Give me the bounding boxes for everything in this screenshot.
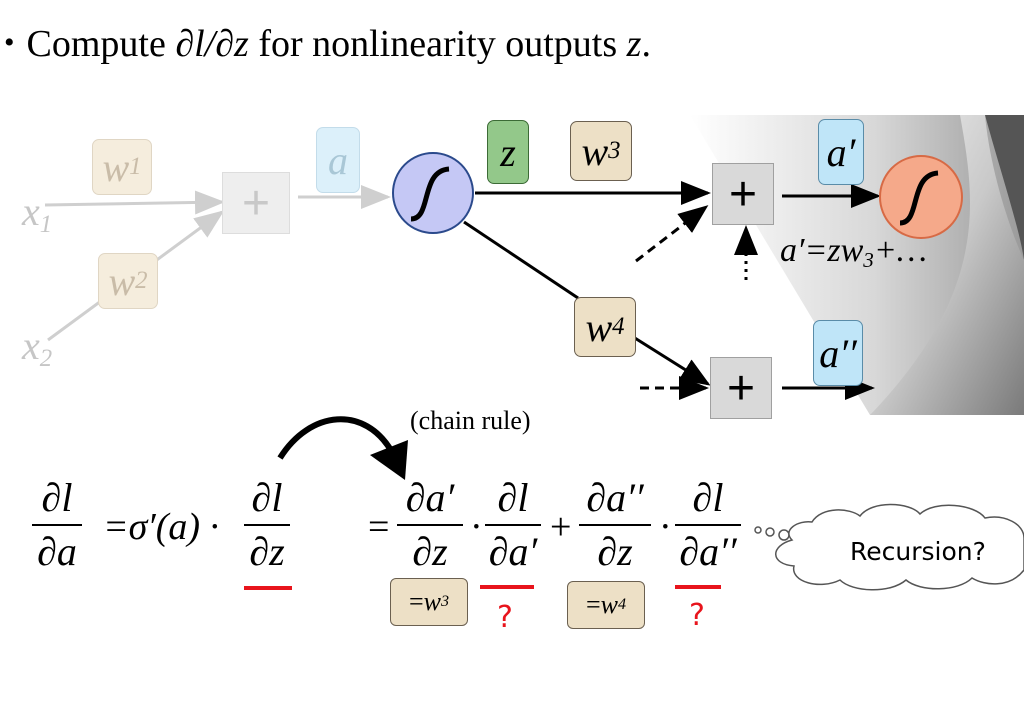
sigmoid-icon (410, 166, 450, 222)
formula-a-prime: a′=zw3+… (780, 232, 928, 272)
dot-2: · (659, 506, 672, 548)
underline-dl-dz (244, 586, 292, 590)
neuron-blue (392, 152, 474, 234)
dot-1: · (470, 506, 483, 548)
edge-z-w4 (463, 220, 579, 300)
recursion-label: Recursion? (850, 537, 986, 566)
slide-title: •Compute ∂l/∂z for nonlinearity outputs … (4, 23, 651, 65)
sum-node-bottom: + (710, 357, 772, 419)
underline-dl-da-double-prime (675, 585, 721, 589)
chain-rule-arrow (277, 416, 395, 460)
edge-other-input-dashed (635, 205, 709, 263)
bullet-icon: • (4, 26, 15, 59)
input-x2: x2 (22, 323, 53, 372)
activation-a-prime-label: a′ (818, 119, 864, 185)
sum-node-input: + (222, 172, 290, 234)
chain-rule-arrowhead (370, 440, 408, 480)
edge-w4-sum (629, 333, 711, 386)
frac-dl-da-double-prime: ∂l∂a′′ (675, 476, 741, 574)
sum-node-top: + (712, 163, 774, 225)
thought-bubble (754, 503, 1024, 591)
frac-dl-da: ∂l∂a (32, 476, 82, 574)
edge-x1-sum (44, 190, 225, 215)
question-mark-2: ? (689, 598, 705, 633)
question-mark-1: ? (497, 600, 513, 635)
title-expression: ∂l/∂z (175, 23, 249, 65)
frac-da-prime-dz: ∂a′∂z (397, 476, 463, 574)
frac-dl-dz: ∂l∂z (244, 476, 290, 574)
plus-sign: + (550, 506, 572, 548)
equals-sign: = (368, 506, 390, 548)
sigma-prime-term: =σ′(a) · (103, 506, 220, 548)
frac-da-double-prime-dz: ∂a′′∂z (579, 476, 651, 574)
frac-dl-da-prime: ∂l∂a′ (485, 476, 541, 574)
input-x1: x1 (22, 189, 53, 238)
chain-rule-label: (chain rule) (410, 406, 531, 435)
activation-a-double-prime-label: a′′ (813, 320, 863, 386)
sigmoid-icon-2 (899, 170, 939, 226)
activation-a-label: a (316, 127, 360, 193)
underline-dl-da-prime (480, 585, 534, 589)
neuron-orange (879, 155, 963, 239)
output-z-label: z (487, 120, 529, 184)
title-variable: z (626, 23, 642, 65)
